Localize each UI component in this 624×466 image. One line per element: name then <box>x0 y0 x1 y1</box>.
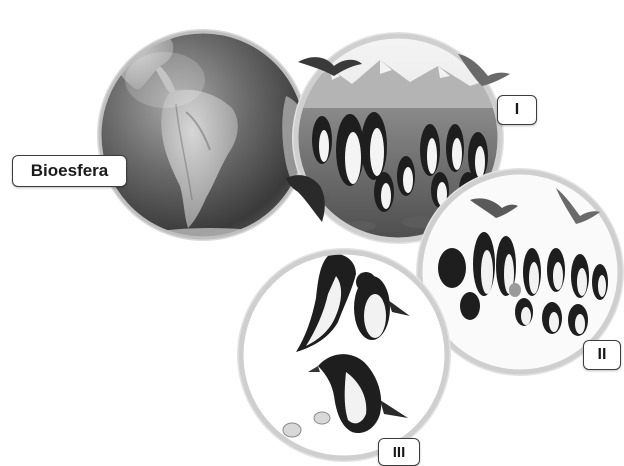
organism-photo-icon <box>237 248 451 462</box>
biosphere-label: Bioesfera <box>12 155 127 187</box>
level-1-label: I <box>497 95 537 125</box>
level-2-label: II <box>583 340 621 370</box>
level-3-label: III <box>378 438 420 466</box>
globe-icon <box>97 29 309 264</box>
